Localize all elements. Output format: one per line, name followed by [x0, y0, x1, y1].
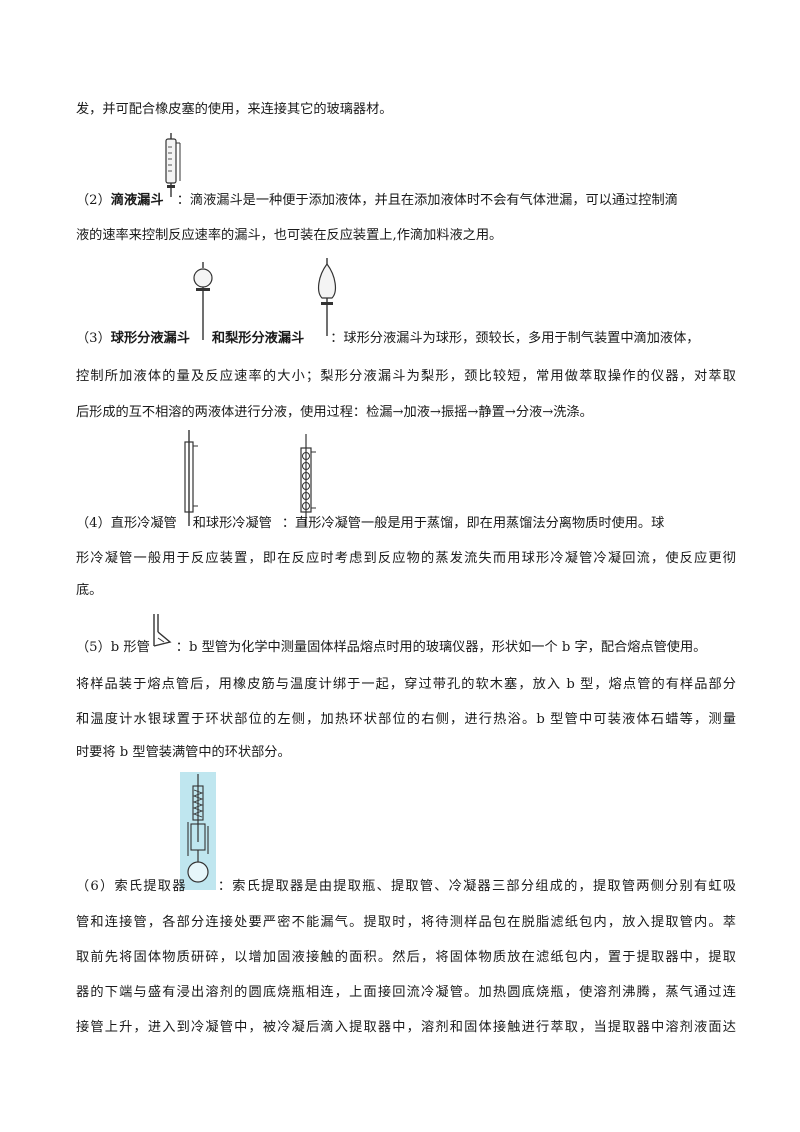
text-line: ：球形分液漏斗为球形，颈较长，多用于制气装置中滴加液体，	[330, 331, 700, 346]
paragraph-line: （5）b 形管 ：b 型管为化学中测量固体样品熔点时用的玻璃仪器，形状如一个 b …	[76, 636, 706, 655]
text-line: 底。	[76, 583, 103, 598]
pear-separatory-funnel-icon	[312, 258, 342, 338]
paragraph-line: （6）索氏提取器 ：索氏提取器是由提取瓶、提取管、冷凝器三部分组成的，提取管两侧分…	[76, 875, 736, 894]
paragraph-line: （3）球形分液漏斗 和梨形分液漏斗 ：球形分液漏斗为球形，颈较长，多用于制气装置中滴…	[76, 327, 699, 346]
text-line: 接管上升，进入到冷凝管中，被冷凝后滴入提取器中，溶剂和固体接触进行萃取，当提取器…	[76, 1020, 736, 1035]
term-spherical-funnel: 球形分液漏斗	[110, 331, 190, 346]
term-bulb-condenser: 和球形冷凝管	[192, 516, 272, 531]
text-line: ：滴液漏斗是一种便于添加液体，并且在添加液体时不会有气体泄漏，可以通过控制滴	[176, 193, 678, 208]
item-number: （6）	[76, 879, 115, 894]
dropping-funnel-icon	[160, 133, 186, 197]
text-line: 器的下端与盛有浸出溶剂的圆底烧瓶相连，上面接回流冷凝管。加热圆底烧瓶，使溶剂沸腾…	[76, 985, 736, 1000]
text-line: 将样品装于熔点管后，用橡皮筋与温度计绑于一起，穿过带孔的软木塞，放入 b 型，熔…	[76, 677, 736, 692]
paragraph-line: （2）滴液漏斗 ：滴液漏斗是一种便于添加液体，并且在添加液体时不会有气体泄漏，可以…	[76, 189, 678, 208]
term-dropping-funnel: 滴液漏斗	[110, 193, 164, 208]
thiele-tube-icon	[146, 612, 174, 648]
text-line: 形冷凝管一般用于反应装置，即在反应时考虑到反应物的蒸发流失而用球形冷凝管冷凝回流…	[76, 551, 736, 566]
text-line: 取前先将固体物质研碎，以增加固液接触的面积。然后，将固体物质放在滤纸包内，置于提…	[76, 950, 736, 965]
text-line: 液的速率来控制反应速率的漏斗，也可装在反应装置上,作滴加料液之用。	[76, 228, 503, 243]
term-straight-condenser: 直形冷凝管	[110, 516, 177, 531]
item-number: （3）	[76, 331, 111, 346]
straight-condenser-icon	[181, 430, 201, 526]
text-line: ：b 型管为化学中测量固体样品熔点时用的玻璃仪器，形状如一个 b 字，配合熔点管…	[175, 640, 707, 655]
bulb-condenser-icon	[296, 434, 320, 526]
paragraph-line: （4）直形冷凝管和球形冷凝管 ：直形冷凝管一般是用于蒸馏，即在用蒸馏法分离物质时使…	[76, 512, 664, 531]
soxhlet-extractor-icon	[180, 772, 216, 890]
text-line: 后形成的互不相溶的两液体进行分液，使用过程：检漏→加液→振摇→静置→分液→洗涤。	[76, 405, 593, 420]
term-pear-funnel: 和梨形分液漏斗	[211, 331, 305, 346]
item-number: （4）	[76, 516, 111, 531]
term-soxhlet-extractor: 索氏提取器	[114, 879, 187, 894]
text-line: 发，并可配合橡皮塞的使用，来连接其它的玻璃器材。	[76, 102, 393, 117]
text-line: 和温度计水银球置于环状部位的左侧，加热环状部位的右侧，进行热浴。b 型管中可装液…	[76, 712, 736, 727]
text-line: 时要将 b 型管装满管中的环状部分。	[76, 745, 291, 760]
term-thiele-tube: b 形管	[110, 640, 150, 655]
text-line: ：直形冷凝管一般是用于蒸馏，即在用蒸馏法分离物质时使用。球	[281, 516, 665, 531]
text-line: ：索氏提取器是由提取瓶、提取管、冷凝器三部分组成的，提取管两侧分别有虹吸	[216, 879, 737, 894]
item-number: （5）	[76, 640, 111, 655]
item-number: （2）	[76, 193, 111, 208]
text-line: 控制所加液体的量及反应速率的大小；梨形分液漏斗为梨形，颈比较短，常用做萃取操作的…	[76, 369, 736, 384]
spherical-separatory-funnel-icon	[192, 262, 214, 342]
text-line: 管和连接管，各部分连接处要严密不能漏气。提取时，将待测样品包在脱脂滤纸包内，放入…	[76, 915, 736, 930]
